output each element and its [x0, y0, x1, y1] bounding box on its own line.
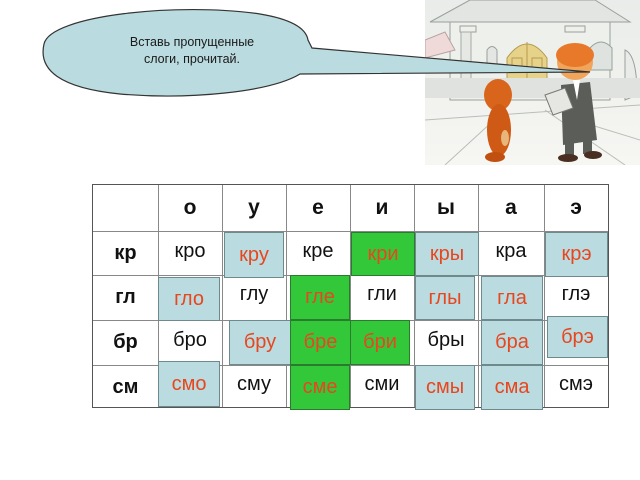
syllable-cell: кре	[302, 239, 334, 262]
column-header-eh: э	[570, 196, 582, 219]
column-header-i: и	[375, 196, 389, 219]
syllable-cell: сми	[364, 372, 400, 395]
tile-smo[interactable]: смо	[158, 361, 220, 407]
tile-kreh[interactable]: крэ	[545, 232, 608, 277]
row-header-kr: кр	[114, 241, 137, 264]
syllable-cell: гли	[367, 282, 397, 305]
row-header-gl: гл	[115, 286, 136, 308]
instruction-line-1: Вставь пропущенные	[129, 35, 255, 49]
syllable-cell: смэ	[559, 372, 593, 395]
syllable-cell: бро	[173, 328, 207, 351]
column-header-a: а	[505, 196, 517, 219]
tile-kru[interactable]: кру	[224, 232, 284, 278]
tile-bra[interactable]: бра	[481, 320, 543, 365]
instruction-text: Вставь пропущенные слоги, прочитай.	[92, 34, 292, 68]
syllable-cell: кра	[495, 239, 527, 262]
tile-kry[interactable]: кры	[415, 232, 479, 276]
syllable-cell: кро	[174, 239, 206, 262]
column-header-y: ы	[437, 196, 455, 219]
column-header-o: о	[183, 196, 197, 219]
syllable-cell: глэ	[561, 282, 591, 305]
syllable-cell: глу	[239, 282, 269, 305]
tile-gly[interactable]: глы	[415, 276, 475, 320]
instruction-line-2: слоги, прочитай.	[143, 52, 240, 66]
tile-smy[interactable]: смы	[415, 365, 475, 410]
column-header-e: е	[312, 196, 324, 219]
syllable-cell: сму	[237, 372, 271, 395]
tile-bri[interactable]: бри	[350, 320, 410, 365]
tile-sme[interactable]: сме	[290, 365, 350, 410]
tile-sma[interactable]: сма	[481, 365, 543, 410]
tile-bre[interactable]: бре	[290, 320, 351, 365]
cartoon-illustration	[425, 0, 640, 165]
tile-bru[interactable]: бру	[229, 320, 291, 365]
tile-gla[interactable]: гла	[481, 276, 543, 320]
syllable-cell: бры	[427, 328, 465, 351]
tile-gle[interactable]: гле	[290, 275, 350, 320]
row-header-sm: см	[112, 375, 139, 398]
tile-breh[interactable]: брэ	[547, 316, 608, 358]
tile-glo[interactable]: гло	[158, 277, 220, 321]
column-header-u: у	[248, 196, 260, 219]
row-header-br: бр	[113, 331, 138, 353]
tile-kri[interactable]: кри	[351, 232, 415, 276]
